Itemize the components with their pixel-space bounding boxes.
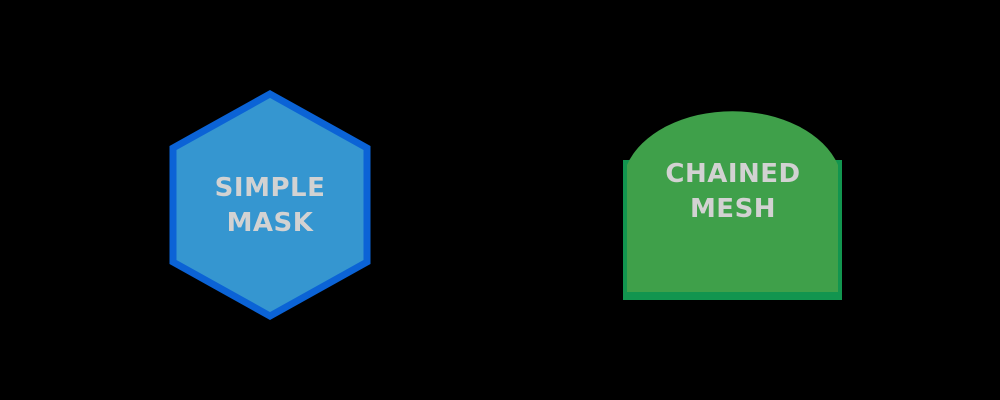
simple-mask-node: SIMPLE MASK	[169, 89, 371, 321]
chained-mesh-shape	[627, 111, 838, 292]
simple-mask-label-line2: MASK	[227, 208, 314, 238]
chained-mesh-label-line2: MESH	[690, 194, 776, 224]
hexagon-shape	[169, 89, 371, 321]
simple-mask-label-line1: SIMPLE	[215, 173, 326, 203]
chained-mesh-node: CHAINED MESH	[623, 111, 842, 300]
chained-mesh-label-line1: CHAINED	[665, 159, 800, 189]
